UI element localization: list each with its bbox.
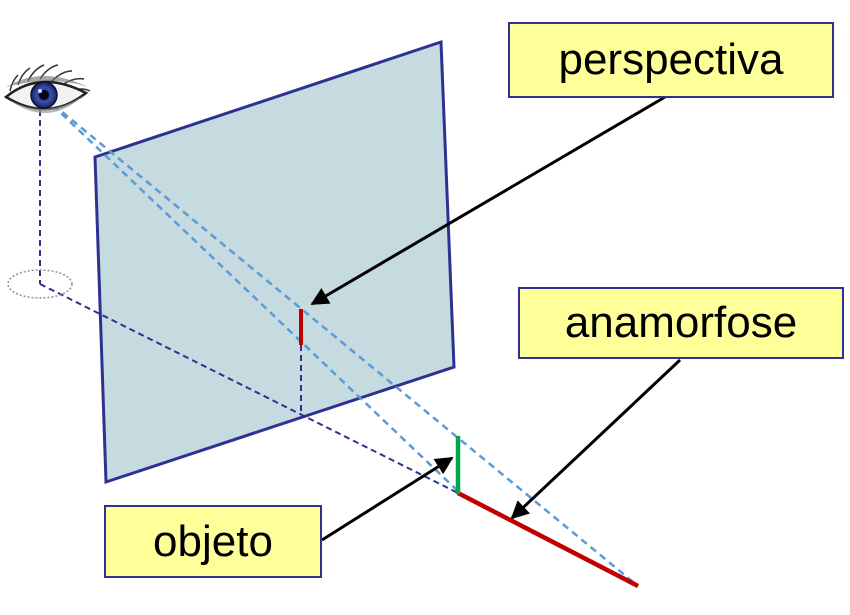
picture-plane [93, 39, 456, 485]
arrow-perspectiva [310, 95, 666, 306]
ground-point-ellipse [7, 269, 73, 299]
sight-lines [43, 96, 639, 587]
pointer-arrows [310, 95, 682, 542]
construction-lines [39, 100, 459, 494]
label-objeto: objeto [104, 505, 322, 578]
label-anamorfose: anamorfose [518, 287, 844, 359]
ground-line [39, 283, 459, 494]
label-perspectiva: perspectiva [508, 22, 834, 98]
arrow-objeto [321, 456, 454, 542]
anamorphosis-segment [456, 491, 640, 588]
eye-icon [3, 64, 91, 114]
sight-line-top [43, 96, 639, 587]
arrow-anamorfose [510, 358, 682, 520]
